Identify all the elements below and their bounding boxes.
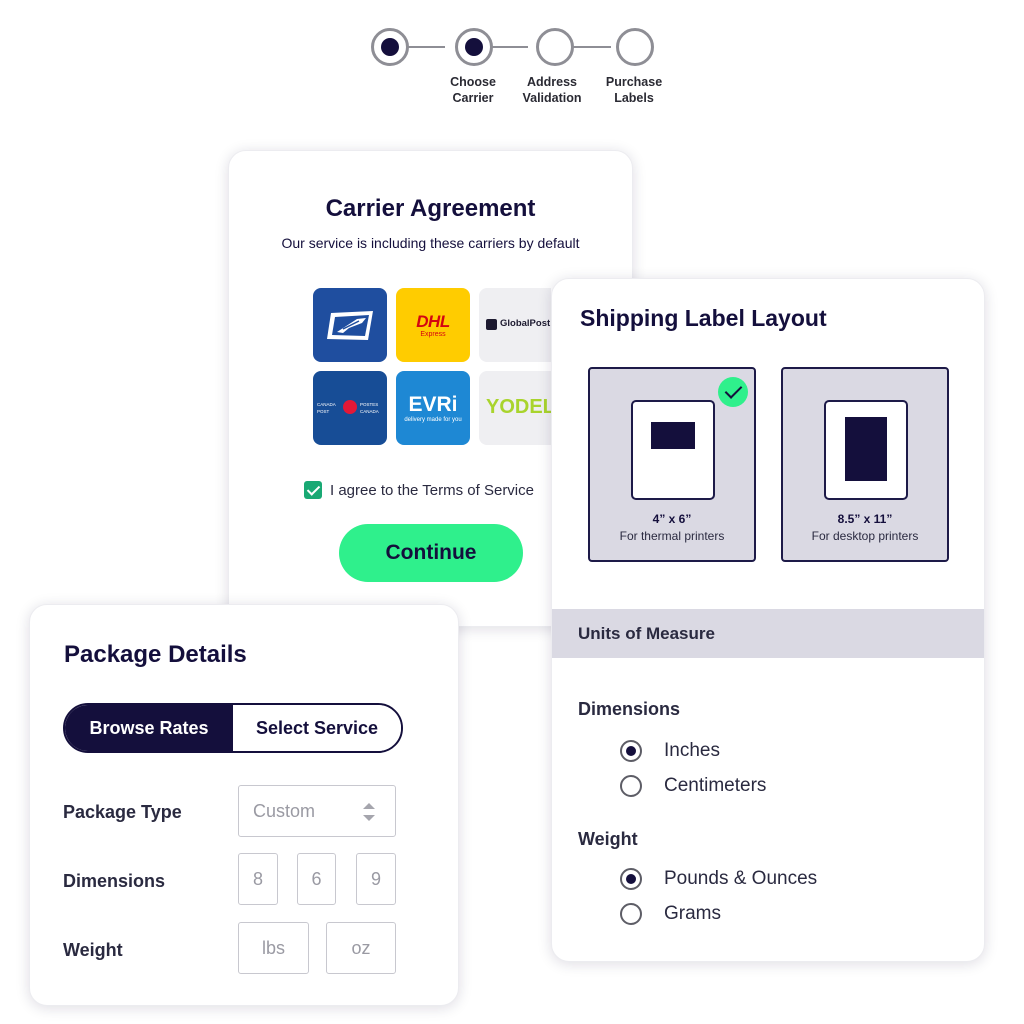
- canada-post-icon: [343, 400, 357, 414]
- radio-centimeters[interactable]: Centimeters: [620, 775, 766, 797]
- label-preview-paper: [824, 400, 908, 500]
- selected-check-icon: [718, 377, 748, 407]
- radio-grams[interactable]: Grams: [620, 903, 721, 925]
- weight-unit-label: Weight: [578, 829, 638, 849]
- dimensions-unit-label: Dimensions: [578, 699, 681, 719]
- globalpost-logo-text: GlobalPost: [500, 318, 551, 329]
- step-4-dot[interactable]: [616, 28, 654, 66]
- terms-agreement-row[interactable]: I agree to the Terms of Service: [304, 479, 534, 501]
- canada-post-logo-text: CANADA POST: [317, 402, 336, 414]
- terms-checkbox[interactable]: [304, 481, 322, 499]
- radio-button[interactable]: [620, 775, 642, 797]
- carrier-agreement-title: Carrier Agreement: [325, 195, 536, 222]
- layout-desc-label: For thermal printers: [619, 529, 725, 543]
- package-details-card: Package Details Browse Rates Select Serv…: [29, 604, 459, 1006]
- dhl-logo-text: DHL: [416, 312, 450, 331]
- step-2-dot[interactable]: [455, 28, 493, 66]
- usps-eagle-icon: [327, 311, 373, 340]
- units-of-measure-header: Units of Measure: [552, 609, 984, 658]
- weight-label: Weight: [63, 940, 123, 960]
- layout-size-label: 4” x 6”: [652, 512, 692, 526]
- select-service-tab[interactable]: Select Service: [233, 705, 401, 751]
- layout-option-4x6[interactable]: 4” x 6” For thermal printers: [588, 367, 756, 562]
- height-input[interactable]: 9: [356, 853, 396, 905]
- package-type-select[interactable]: Custom: [238, 785, 396, 837]
- label-layout-title: Shipping Label Layout: [580, 305, 827, 331]
- label-preview-paper: [631, 400, 715, 500]
- label-preview-print-area: [651, 422, 695, 449]
- width-input[interactable]: 6: [297, 853, 336, 905]
- dhl-logo-subtext: Express: [420, 331, 446, 338]
- package-type-label: Package Type: [63, 802, 182, 822]
- globalpost-icon: [486, 319, 497, 330]
- radio-pounds-ounces[interactable]: Pounds & Ounces: [620, 868, 817, 890]
- radio-label: Pounds & Ounces: [664, 868, 818, 889]
- radio-button[interactable]: [620, 903, 642, 925]
- yodel-logo: YODEL: [479, 371, 551, 445]
- weight-oz-input[interactable]: oz: [326, 922, 396, 974]
- radio-button[interactable]: [620, 740, 642, 762]
- globalpost-logo: GlobalPost: [479, 288, 551, 362]
- length-input[interactable]: 8: [238, 853, 278, 905]
- yodel-logo-text: YODEL: [486, 396, 551, 418]
- shipping-label-layout-card: Shipping Label Layout 4” x 6” For therma…: [551, 278, 985, 962]
- canada-post-logo: CANADA POST POSTES CANADA: [313, 371, 387, 445]
- dimensions-label: Dimensions: [63, 871, 166, 891]
- canada-post-logo-text-fr: POSTES CANADA: [360, 402, 379, 414]
- radio-label: Centimeters: [664, 775, 767, 796]
- usps-logo: [313, 288, 387, 362]
- step-connector: [565, 46, 611, 48]
- terms-label: I agree to the Terms of Service: [330, 481, 534, 499]
- step-connector: [482, 46, 528, 48]
- evri-logo-subtext: delivery made for you: [404, 417, 462, 423]
- step-3-dot[interactable]: [536, 28, 574, 66]
- layout-option-8.5x11[interactable]: 8.5” x 11” For desktop printers: [781, 367, 949, 562]
- step-connector: [397, 46, 445, 48]
- dhl-logo: DHL Express: [396, 288, 470, 362]
- radio-inches[interactable]: Inches: [620, 740, 720, 762]
- browse-rates-tab[interactable]: Browse Rates: [65, 705, 233, 751]
- layout-desc-label: For desktop printers: [811, 529, 919, 543]
- select-arrows-icon: [363, 803, 375, 821]
- radio-label: Grams: [664, 903, 721, 924]
- radio-label: Inches: [664, 740, 720, 761]
- step-1-dot[interactable]: [371, 28, 409, 66]
- radio-button[interactable]: [620, 868, 642, 890]
- package-details-title: Package Details: [64, 641, 247, 668]
- layout-size-label: 8.5” x 11”: [837, 512, 893, 526]
- evri-logo: EVRi delivery made for you: [396, 371, 470, 445]
- carrier-agreement-card: Carrier Agreement Our service is includi…: [228, 150, 633, 627]
- label-preview-print-area: [845, 417, 887, 481]
- package-type-value: Custom: [253, 800, 316, 821]
- evri-logo-text: EVRi: [408, 393, 458, 416]
- rate-mode-toggle: Browse Rates Select Service: [63, 703, 403, 753]
- weight-lbs-input[interactable]: lbs: [238, 922, 309, 974]
- continue-button[interactable]: Continue: [339, 524, 523, 582]
- carrier-agreement-subtitle: Our service is including these carriers …: [281, 235, 580, 251]
